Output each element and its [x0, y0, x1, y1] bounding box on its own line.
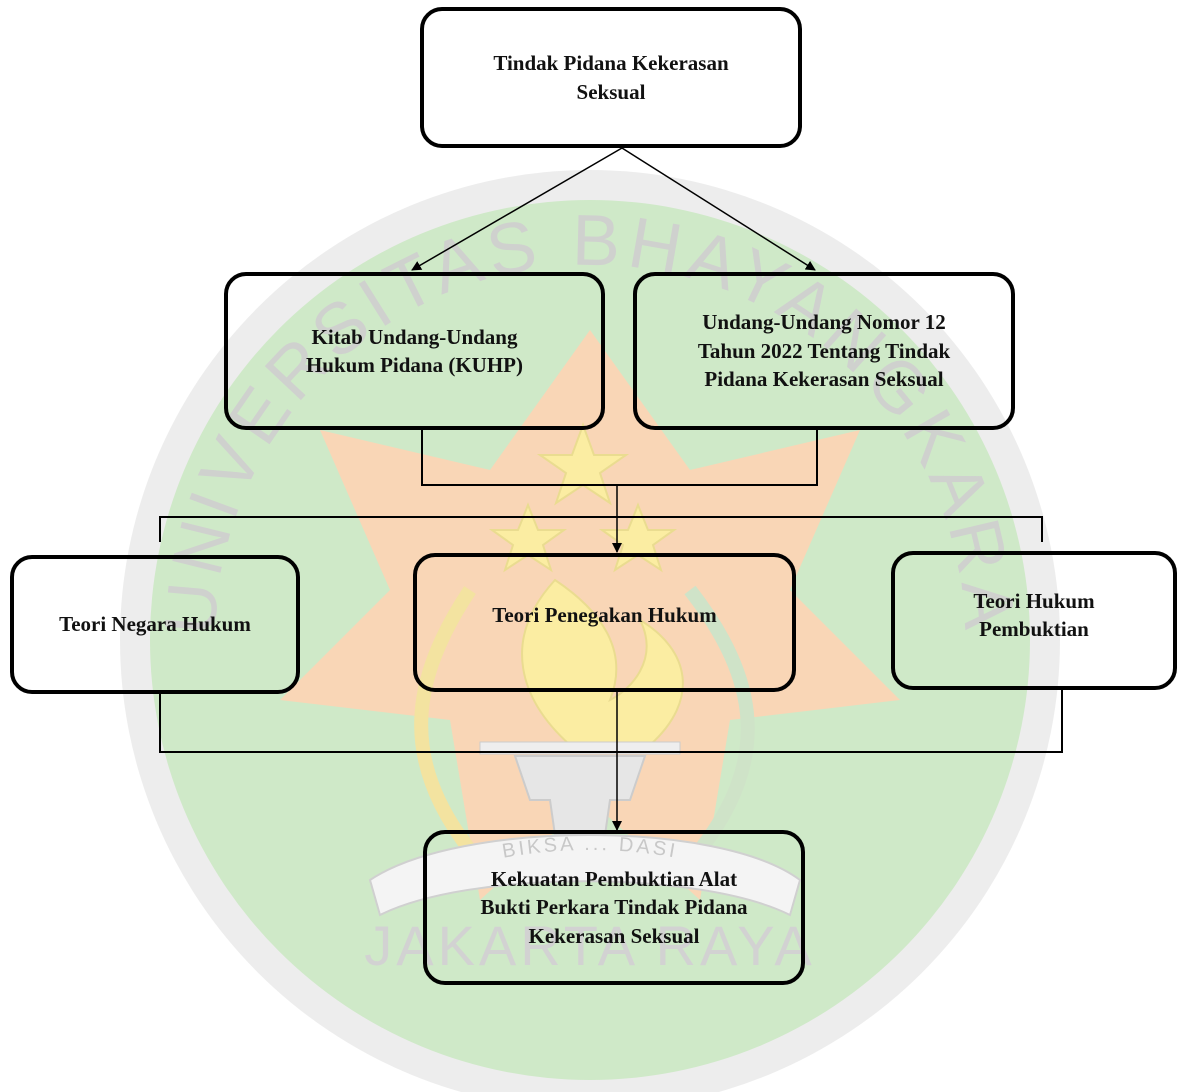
seal-cotton — [684, 585, 755, 855]
node-kuhp: Kitab Undang-Undang Hukum Pidana (KUHP) — [224, 272, 605, 430]
node-uu-tpks: Undang-Undang Nomor 12 Tahun 2022 Tentan… — [633, 272, 1015, 430]
node-teori-hukum-pembuktian: Teori Hukum Pembuktian — [891, 551, 1177, 690]
bracket-theories-top — [159, 516, 1043, 542]
arrow-root-to-kuhp — [411, 147, 623, 271]
bracket-theories-bottom — [159, 690, 1063, 753]
arrow-root-to-uu-tpks — [621, 147, 816, 271]
seal-wheat — [414, 586, 476, 855]
seal-ribbon — [368, 834, 802, 917]
bracket-legal-basis — [421, 430, 818, 486]
node-root: Tindak Pidana Kekerasan Seksual — [420, 7, 802, 148]
node-teori-penegakan-hukum: Teori Penegakan Hukum — [413, 553, 796, 692]
node-conclusion: Kekuatan Pembuktian Alat Bukti Perkara T… — [423, 830, 805, 985]
node-teori-negara-hukum: Teori Negara Hukum — [10, 555, 300, 694]
